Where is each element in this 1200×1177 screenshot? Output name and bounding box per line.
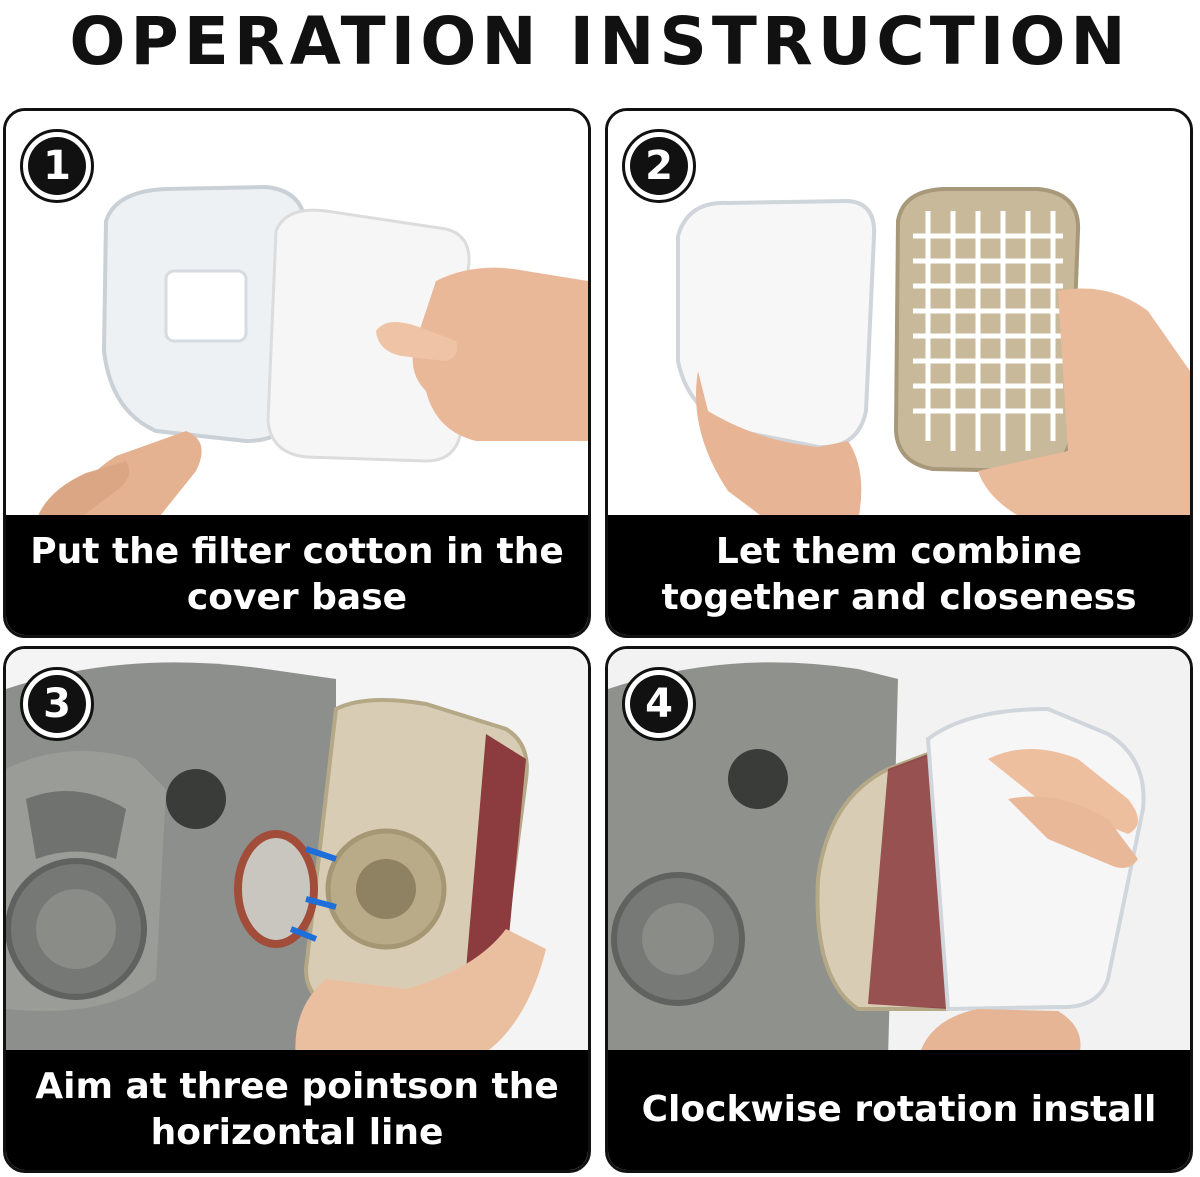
step-panel-1: 1 Put the filter cotton in the cover bas…	[3, 108, 591, 638]
step-number: 2	[630, 137, 688, 195]
step-caption: Aim at three pointson the horizontal lin…	[6, 1050, 588, 1170]
step-number: 1	[28, 137, 86, 195]
step-number-badge: 2	[622, 129, 696, 203]
step-panel-3: 3 Aim at three pointson the horizontal l…	[3, 646, 591, 1173]
photo-clockwise-install	[608, 649, 1190, 1059]
step-number-badge: 1	[20, 129, 94, 203]
step-number-badge: 4	[622, 667, 696, 741]
step-caption: Let them combine together and closeness	[608, 515, 1190, 635]
step-number: 4	[630, 675, 688, 733]
step-panel-2: 2 Let them combine together and closenes…	[605, 108, 1193, 638]
photo-filter-cotton-and-cover	[6, 111, 588, 521]
photo-aim-cartridge-at-mask	[6, 649, 588, 1059]
step-number: 3	[28, 675, 86, 733]
step-caption: Put the filter cotton in the cover base	[6, 515, 588, 635]
page-title: OPERATION INSTRUCTION	[69, 3, 1131, 80]
step-number-badge: 3	[20, 667, 94, 741]
step-caption: Clockwise rotation install	[608, 1050, 1190, 1170]
step-panel-4: 4 Clockwise rotation install	[605, 646, 1193, 1173]
photo-filter-and-cartridge	[608, 111, 1190, 521]
